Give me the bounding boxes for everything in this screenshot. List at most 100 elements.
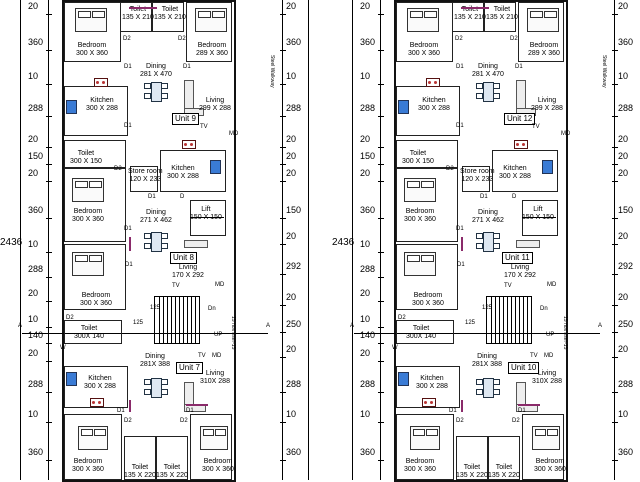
room-size: 299 X 288 [199,105,231,113]
left-dimension: 10 [28,314,39,324]
chair-icon [476,243,483,249]
left-dimension: 20 [360,168,371,178]
dimension-tick [46,422,52,423]
room-name: Living [537,97,557,104]
door-tag: D2 [66,315,74,321]
stove-icon [514,140,528,149]
room-name: Store room [128,168,163,175]
pillow-icon [407,255,420,262]
room-name: Bedroom [73,458,103,465]
left-dimension: 140 [28,330,44,340]
dining-table-icon [483,82,494,102]
door-tag: D2 [512,418,520,424]
chair-icon [493,93,500,99]
section-marker: A [18,323,23,329]
left-dimension: 20 [28,1,39,11]
room-size: 299 X 288 [531,105,563,113]
pillow-icon [424,11,437,18]
room-store [130,166,158,192]
left-dimension: 360 [28,447,44,457]
room-size: 135 X 220 [124,472,156,480]
left-dimension: 10 [28,239,39,249]
room-size: 135 X 220 [156,472,188,480]
pillow-icon [212,11,225,18]
pillow-icon [203,429,214,436]
dimension-tick [280,244,286,245]
right-dimension: 20 [286,134,297,144]
door-tag: D [180,194,185,200]
room-name: Toilet [409,150,427,157]
pillow-icon [421,181,434,188]
pillow-icon [94,429,106,436]
burner-icon [184,143,187,146]
dimension-tick [46,277,52,278]
tv-tag: TV [504,283,512,289]
left-dimension: 360 [360,205,376,215]
room-size: 289 X 360 [196,50,228,58]
accent-wall [129,7,157,9]
pillow-icon [407,181,420,188]
left-dimension: 150 [360,151,376,161]
dimension-tick [612,218,618,219]
door-tag: D1 [125,262,133,268]
room-name: Bedroom [203,458,233,465]
right-dimension: 250 [618,319,634,329]
dimension-tick [280,181,286,182]
dining-table-icon [151,378,162,398]
stair-step [495,297,496,343]
room-size: 281X 388 [140,361,170,369]
room-kitchen [64,366,128,408]
chair-icon [161,233,168,239]
chair-icon [144,83,151,89]
room-name: Living [205,97,225,104]
room-name: Toilet [163,464,181,471]
stair-step [511,297,512,343]
room-name: Bedroom [405,208,435,215]
dimension-tick [46,50,52,51]
chair-icon [144,243,151,249]
bed-icon [78,426,108,450]
dimension-tick [46,343,52,344]
door-tag: D2 [455,36,463,42]
room-size: 135 X 220 [456,472,488,480]
left-dimension: 360 [28,205,44,215]
left-dimension: 140 [360,330,376,340]
chair-icon [493,389,500,395]
room-name: Toilet [80,325,98,332]
room-size: 150 X 150 [522,214,554,222]
accent-wall [461,400,463,412]
dimension-tick [378,164,384,165]
bed-icon [404,252,436,276]
dining-table-icon [151,232,162,252]
sofa-icon [184,240,208,248]
tv-tag: TV [198,353,206,359]
chair-icon [161,389,168,395]
dimension-line [614,0,615,480]
lift-cross [190,217,224,218]
stair-step [159,297,160,343]
room-name: Kitchen [90,97,114,104]
dimension-tick [378,84,384,85]
burner-icon [430,401,433,404]
sofa-icon [516,80,526,110]
stair-step [523,297,524,343]
room-name: Dining [478,63,498,70]
room-size: 300 X 360 [412,300,444,308]
staircase [486,296,532,344]
pillow-icon [215,429,226,436]
dimension-tick [378,218,384,219]
room-size: 300 X 288 [416,383,448,391]
pillow-icon [198,11,211,18]
room-size: 281X 388 [472,361,502,369]
door-tag: D1 [186,408,194,414]
